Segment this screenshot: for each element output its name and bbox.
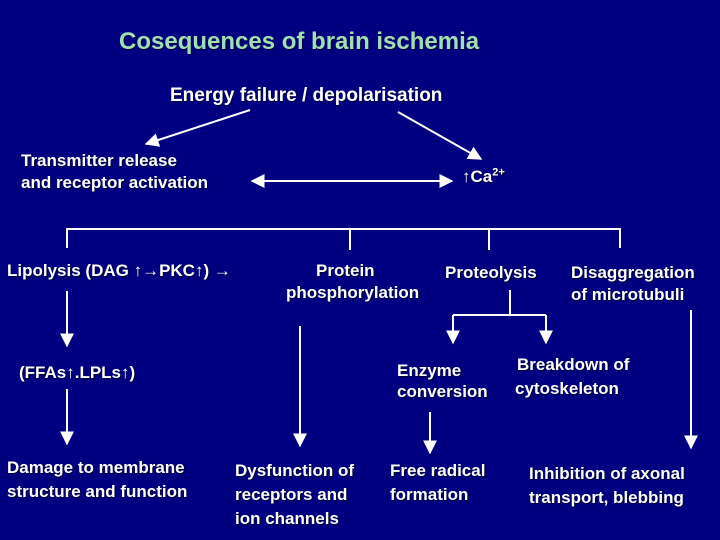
node-transmitter-release-line2: and receptor activation: [21, 173, 209, 192]
node-calcium-label: ↑Ca: [462, 167, 493, 186]
node-damage-membrane: Damage to membrane structure and functio…: [7, 457, 187, 503]
node-dysfunction-line1: Dysfunction of: [235, 461, 354, 480]
node-inhibition-line1: Inhibition of axonal: [529, 464, 685, 483]
node-transmitter-release-line1: Transmitter release: [21, 151, 177, 170]
node-proteolysis: Proteolysis: [445, 263, 537, 282]
node-free-radical-line1: Free radical: [390, 461, 486, 480]
node-ffas-lpls: (FFAs↑.LPLs↑): [19, 363, 136, 382]
node-disaggregation: Disaggregation of microtubuli: [571, 262, 695, 306]
node-transmitter-release: Transmitter release and receptor activat…: [21, 150, 208, 194]
arrow-energy-to-transmitter: [144, 109, 251, 147]
node-free-radical: Free radical formation: [390, 459, 485, 507]
node-free-radical-line2: formation: [390, 485, 469, 504]
node-breakdown-cytoskeleton: Breakdown of cytoskeleton: [515, 354, 629, 400]
node-calcium-superscript: 2+: [492, 166, 505, 179]
slide-title: Cosequences of brain ischemia: [119, 28, 480, 55]
node-damage-line1: Damage to membrane: [7, 458, 185, 477]
node-protein-line1: Protein: [316, 261, 375, 280]
node-inhibition-line2: transport, blebbing: [529, 488, 684, 507]
node-enzyme-line1: Enzyme: [397, 361, 462, 380]
node-protein-phosphorylation: Protein phosphorylation: [286, 260, 438, 304]
arrow-energy-to-calcium: [397, 111, 483, 160]
node-dysfunction-line2: receptors and: [235, 485, 348, 504]
connector-bracket-top: [66, 228, 621, 248]
node-enzyme-line2: conversion: [397, 382, 488, 401]
node-disaggregation-line2: of microtubuli: [571, 285, 685, 304]
node-lipolysis: Lipolysis (DAG ↑→PKC↑) →: [7, 261, 231, 280]
node-calcium: ↑Ca2+: [462, 166, 505, 188]
node-breakdown-line1: Breakdown of: [517, 355, 630, 374]
node-inhibition-axonal: Inhibition of axonal transport, blebbing: [529, 462, 685, 510]
node-protein-line2: phosphorylation: [286, 283, 420, 302]
node-dysfunction: Dysfunction of receptors and ion channel…: [235, 459, 354, 531]
node-breakdown-line2: cytoskeleton: [515, 379, 619, 398]
node-enzyme-conversion: Enzyme conversion: [397, 355, 488, 403]
node-dysfunction-line3: ion channels: [235, 509, 339, 528]
node-damage-line2: structure and function: [7, 482, 188, 501]
node-energy-failure: Energy failure / depolarisation: [170, 85, 443, 106]
node-disaggregation-line1: Disaggregation: [571, 263, 695, 282]
